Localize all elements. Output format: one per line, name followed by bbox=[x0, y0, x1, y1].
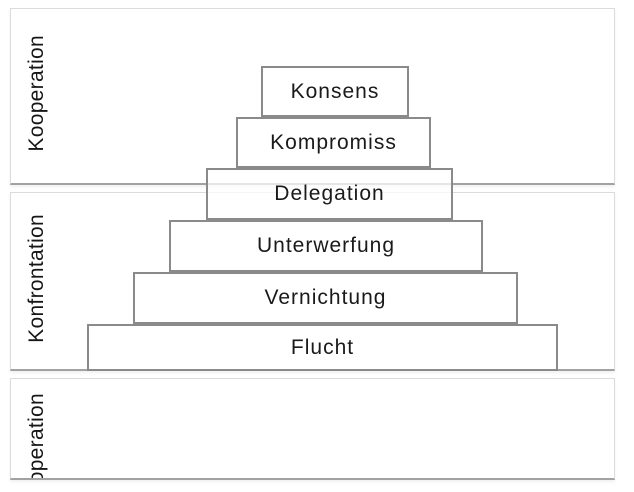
band-kooperation-bottom: Kooperation bbox=[10, 378, 615, 480]
pyramid-level-label: Konsens bbox=[290, 79, 380, 103]
pyramid-level-label: Delegation bbox=[274, 182, 385, 205]
pyramid-level-kompromiss: Kompromiss bbox=[236, 117, 431, 168]
pyramid-level-label: Flucht bbox=[290, 335, 355, 359]
band-label-kooperation-bottom-clipped: Kooperation bbox=[25, 393, 48, 480]
pyramid-level-unterwerfung: Unterwerfung bbox=[169, 220, 483, 272]
pyramid-level-flucht: Flucht bbox=[87, 324, 558, 371]
band-label-konfrontation: Konfrontation bbox=[25, 214, 48, 343]
pyramid-level-label: Unterwerfung bbox=[256, 234, 396, 257]
pyramid-level-vernichtung: Vernichtung bbox=[133, 272, 518, 324]
pyramid-level-label: Kompromiss bbox=[270, 130, 397, 154]
pyramid-level-delegation: Delegation bbox=[206, 168, 453, 220]
pyramid-level-konsens: Konsens bbox=[261, 66, 409, 117]
pyramid-level-label: Vernichtung bbox=[264, 286, 387, 309]
band-label-kooperation-top: Kooperation bbox=[25, 35, 48, 152]
